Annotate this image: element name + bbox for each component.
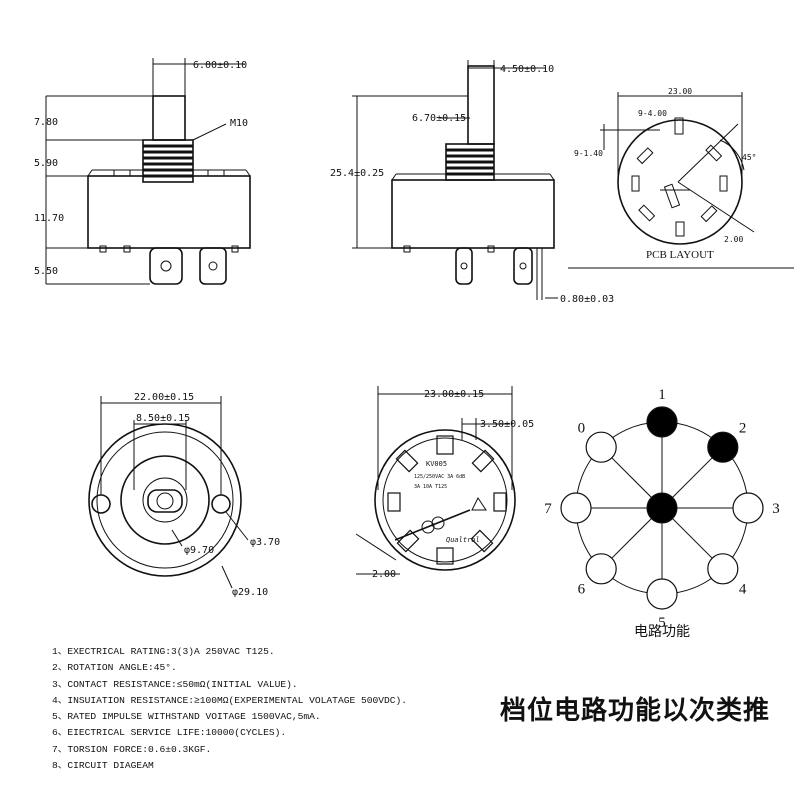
- dim-body-height: 11.70: [34, 213, 64, 224]
- circuit-label-2: 2: [739, 420, 747, 436]
- terminal: [513, 247, 533, 285]
- dim-hole-dia: φ3.70: [250, 537, 280, 548]
- circuit-node-0: [585, 431, 617, 463]
- back-terminal: [396, 529, 420, 553]
- circuit-node-4: [707, 553, 739, 585]
- spec-item: 2、ROTATION ANGLE:45°.: [52, 662, 177, 674]
- circuit-node-6: [585, 553, 617, 585]
- pcb-slot: [719, 175, 728, 192]
- circuit-node-5: [646, 578, 678, 610]
- circuit-node-7: [560, 492, 592, 524]
- dim-terminal-width: 3.50±0.05: [480, 419, 534, 430]
- circuit-label-5: 5: [658, 615, 666, 631]
- side-view-b: 0.80±0.03 4.50±0.10 6.70±0.15 25.4±0.25: [330, 60, 614, 305]
- thread-label: M10: [230, 118, 248, 129]
- spec-list: 1、EXECTRICAL RATING:3(3)A 250VAC T125. 2…: [52, 644, 472, 774]
- dim-hole-spacing: 22.00±0.15: [134, 392, 194, 403]
- circuit-center-node: [646, 492, 678, 524]
- pcb-slot: [631, 175, 640, 192]
- dim-thread-dia: φ9.70: [184, 545, 214, 556]
- spec-item: 7、TORSION FORCE:0.6±0.3KGF.: [52, 743, 212, 755]
- dim-slot-length: 9-4.00: [638, 109, 667, 118]
- side-view-a: 6.00±0.10 7.80 5.90 11.70 5.50 M10: [34, 58, 251, 285]
- dim-shaft-width: 6.00±0.10: [193, 60, 247, 71]
- circuit-diagram: 0 1 2 3 4 5 6 7 电路功能: [544, 387, 780, 640]
- back-terminal: [493, 492, 507, 512]
- dim-back-diameter: 23.00±0.15: [424, 389, 484, 400]
- dim-shaft-height: 7.80: [34, 117, 58, 128]
- circuit-caption: 电路功能: [634, 624, 690, 640]
- dim-terminal-thickness: 0.80±0.03: [560, 294, 614, 305]
- dim-rotation-angle: 45°: [742, 153, 756, 162]
- spec-item: 1、EXECTRICAL RATING:3(3)A 250VAC T125.: [52, 646, 275, 657]
- back-model-marking: KV005: [426, 460, 447, 468]
- pcb-slot: [675, 221, 685, 237]
- back-rating-marking: 3A 10A T125: [414, 484, 447, 490]
- back-terminal: [436, 435, 454, 455]
- circuit-note: 档位电路功能以次类推: [500, 696, 771, 726]
- pcb-slot: [705, 144, 723, 162]
- shaft-flat: [147, 489, 183, 513]
- pcb-slot: [663, 183, 681, 209]
- spec-item: 5、RATED IMPULSE WITHSTAND VOITAGE 1500VA…: [52, 711, 321, 723]
- circuit-label-1: 1: [658, 387, 666, 403]
- pcb-slot: [636, 147, 654, 165]
- brand-logo: Qualtrol: [446, 536, 480, 544]
- shaft: [467, 65, 495, 145]
- circuit-label-3: 3: [772, 501, 780, 517]
- back-terminal: [436, 547, 454, 565]
- back-view: 23.00±0.15 3.50±0.05 KV005 125/250VAC 3A…: [355, 386, 534, 580]
- mounting-hole: [91, 494, 111, 514]
- spec-item: 4、INSUIATION RESISTANCE:≥100MΩ(EXPERIMEN…: [52, 694, 408, 706]
- terminal: [455, 247, 473, 285]
- front-thread-circle: [120, 455, 210, 545]
- terminal: [199, 247, 227, 285]
- dim-thread-height: 5.90: [34, 158, 58, 169]
- circuit-label-4: 4: [739, 582, 747, 598]
- switch-body: [391, 179, 555, 249]
- circuit-label-7: 7: [544, 501, 552, 517]
- circuit-node-2: [707, 431, 739, 463]
- dim-shaft-flat: 4.50±0.10: [500, 64, 554, 75]
- circuit-label-0: 0: [578, 420, 586, 436]
- dim-pcb-offset: 2.00: [724, 235, 743, 244]
- pcb-layout-title: PCB LAYOUT: [646, 249, 714, 261]
- dim-slot-width: 9-1.40: [574, 149, 603, 158]
- spec-item: 6、EIECTRICAL SERVICE LIFE:10000(CYCLES).: [52, 727, 287, 739]
- dim-thread-length: 6.70±0.15: [412, 113, 466, 124]
- spec-item: 3、CONTACT RESISTANCE:≤50mΩ(INITIAL VALUE…: [52, 678, 298, 690]
- dim-total-height: 25.4±0.25: [330, 168, 384, 179]
- circuit-node-1: [646, 406, 678, 438]
- back-terminal: [395, 449, 419, 473]
- front-outer-ring: [88, 423, 242, 577]
- terminal: [149, 247, 183, 285]
- pcb-slot: [674, 117, 684, 135]
- spec-item: 8、CIRCUIT DIAGEAM: [52, 760, 154, 772]
- back-terminal: [470, 529, 494, 553]
- pcb-slot: [700, 205, 718, 223]
- switch-body: [87, 175, 251, 249]
- shaft: [152, 95, 186, 141]
- dim-back-offset: 2.00: [372, 569, 396, 580]
- back-terminal: [471, 449, 495, 473]
- back-rating-marking: 125/250VAC 3A 6dB: [414, 474, 465, 480]
- pcb-slot: [638, 204, 656, 222]
- back-terminal: [387, 492, 401, 512]
- back-outline: [374, 429, 516, 571]
- dim-pcb-diameter: 23.00: [668, 87, 692, 96]
- front-view: 22.00±0.15 8.50±0.15 φ9.70 φ3.70 φ29.10: [88, 392, 280, 598]
- circuit-node-3: [732, 492, 764, 524]
- mounting-hole: [211, 494, 231, 514]
- dim-terminal-height: 5.50: [34, 266, 58, 277]
- dim-outer-dia: φ29.10: [232, 587, 268, 598]
- dim-shaft-dia: 8.50±0.15: [136, 413, 190, 424]
- circuit-label-6: 6: [578, 582, 586, 598]
- pcb-layout: 23.00 9-4.00 9-1.40 45° 2.00 PCB LAYOUT: [568, 87, 794, 269]
